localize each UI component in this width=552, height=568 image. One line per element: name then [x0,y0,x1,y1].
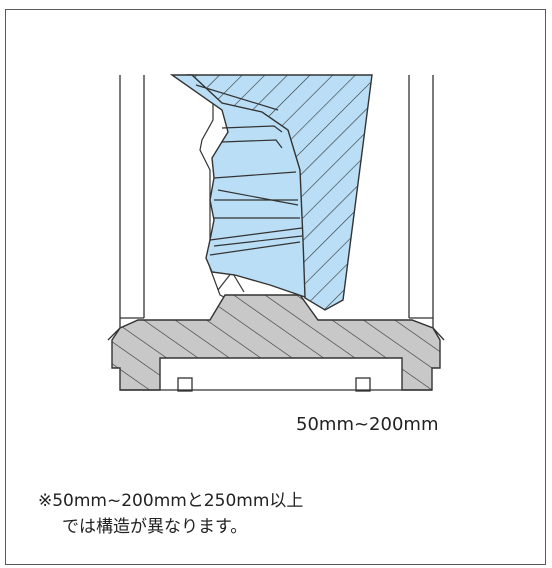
base-notches [177,377,371,392]
base-block [111,294,441,391]
note-line-1: ※50mm~200mmと250mm以上 [38,491,304,511]
note-line-2: では構造が異なります。 [62,517,248,537]
left-wall-outer [107,75,121,341]
size-range-label: 50mm~200mm [296,414,439,435]
right-wall-outer [432,75,445,341]
fin-part [169,74,306,298]
fin-lines [195,84,303,256]
structure-note: ※50mm~200mmと250mm以上 では構造が異なります。 [38,488,303,540]
